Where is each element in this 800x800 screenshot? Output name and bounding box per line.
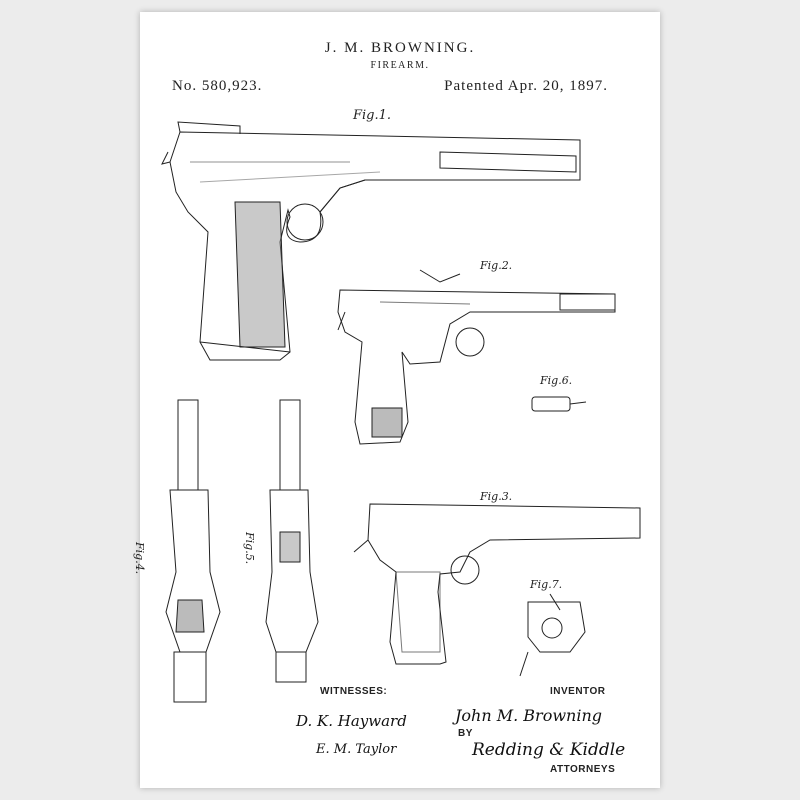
fig3-section-drawing xyxy=(353,503,641,665)
fig7-detail-drawing xyxy=(519,593,586,677)
witness-signature-1: D. K. Hayward xyxy=(296,712,407,730)
patent-date: Patented Apr. 20, 1897. xyxy=(444,78,608,94)
fig3-label: Fig.3. xyxy=(480,490,513,503)
inventor-header: J. M. BROWNING. xyxy=(324,40,476,56)
fig5-label: Fig.5. xyxy=(243,532,256,565)
fig7-label: Fig.7. xyxy=(530,578,563,591)
fig2-label: Fig.2. xyxy=(480,259,513,272)
fig6-part-drawing xyxy=(531,396,587,412)
patent-title: FIREARM. xyxy=(370,60,430,71)
fig1-pistol-drawing xyxy=(161,121,581,361)
inventor-label: INVENTOR xyxy=(550,686,606,697)
by-label: BY xyxy=(458,728,473,739)
patent-drawings xyxy=(161,121,641,703)
fig4-label: Fig.4. xyxy=(133,542,146,575)
witness-signature-2: E. M. Taylor xyxy=(316,742,397,757)
patent-number: No. 580,923. xyxy=(172,78,263,94)
fig4-topview-drawing xyxy=(165,399,221,703)
fig2-section-drawing xyxy=(337,269,616,445)
witnesses-label: WITNESSES: xyxy=(320,686,388,697)
inventor-signature: John M. Browning xyxy=(455,706,602,725)
attorneys-label: ATTORNEYS xyxy=(550,764,616,775)
fig5-topview-drawing xyxy=(265,399,319,683)
attorneys-signature: Redding & Kiddle xyxy=(472,740,626,760)
fig1-label: Fig.1. xyxy=(353,108,392,123)
fig6-label: Fig.6. xyxy=(540,374,573,387)
patent-sheet: J. M. BROWNING. FIREARM. No. 580,923. Pa… xyxy=(133,12,660,788)
